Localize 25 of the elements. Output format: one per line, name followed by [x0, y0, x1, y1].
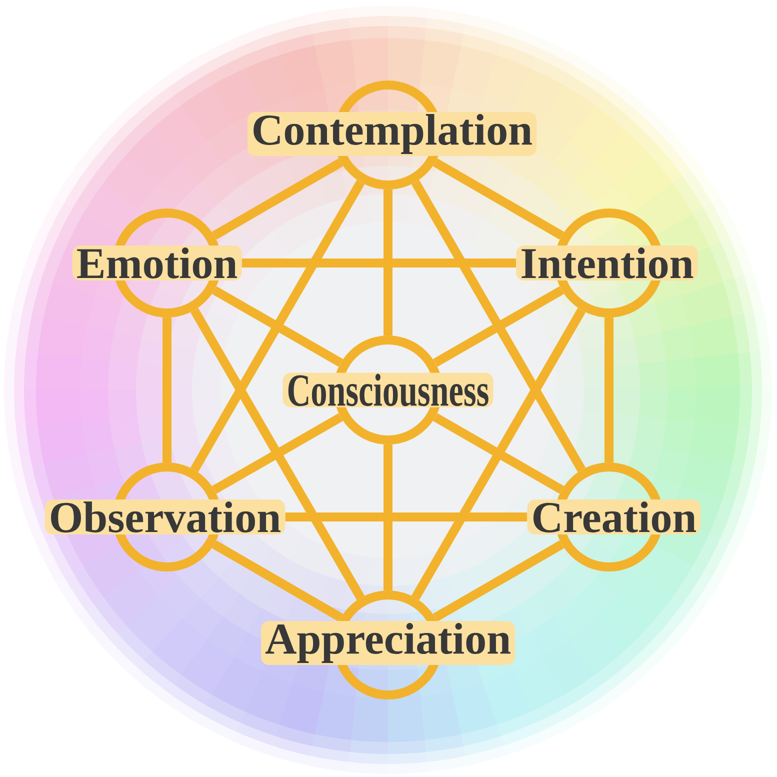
connector-line [604, 318, 614, 462]
circle-node: Creation [527, 462, 701, 572]
connector-line [242, 258, 516, 268]
circle-node: Intention [516, 208, 698, 318]
connector-line [433, 413, 564, 494]
connector-line [384, 444, 392, 590]
connector-line [212, 540, 344, 622]
connector-line [432, 540, 564, 622]
circle-node: Consciousness [282, 336, 494, 444]
connector-line [190, 180, 365, 472]
connector-line [411, 308, 586, 600]
connector-line [162, 318, 172, 462]
connector-line [190, 308, 365, 600]
circle-node: Appreciation [260, 590, 516, 700]
circle-node: Emotion [72, 208, 242, 318]
circle-node: Contemplation [247, 80, 537, 190]
connector-line [432, 158, 564, 240]
connector-line [285, 512, 528, 522]
connector-line [384, 190, 392, 336]
circle-node: Observation [44, 462, 286, 572]
connector-line [411, 180, 586, 472]
connector-line [212, 158, 344, 240]
connector-line [433, 286, 564, 367]
connector-line [212, 286, 343, 367]
connector-line [212, 413, 343, 494]
